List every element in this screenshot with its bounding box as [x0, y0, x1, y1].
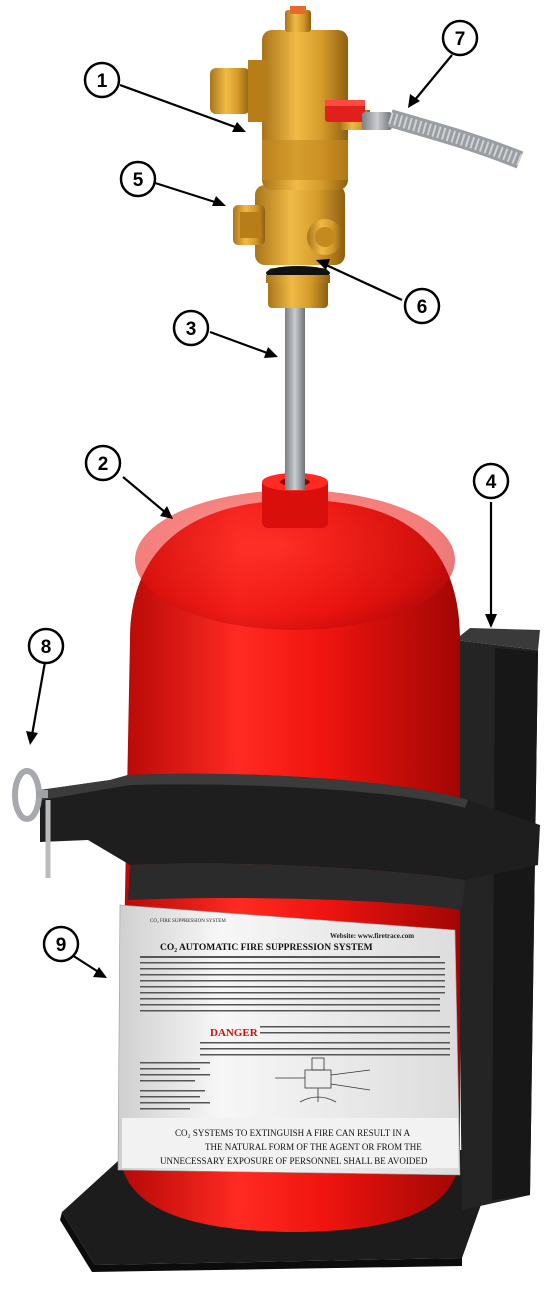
label-warning-line-1: CO₂ SYSTEMS TO EXTINGUISH A FIRE CAN RES…: [175, 1128, 411, 1138]
callout-1-number: 1: [97, 71, 108, 92]
label-header-small: CO₂ FIRE SUPPRESSION SYSTEM: [150, 919, 226, 924]
callout-2: 2: [86, 446, 120, 480]
wall-bracket: [455, 628, 540, 1210]
callout-1: 1: [85, 63, 119, 97]
callout-8-number: 8: [41, 637, 52, 658]
label-warning-line-2: THE NATURAL FORM OF THE AGENT OR FROM TH…: [205, 1142, 422, 1152]
callout-5-number: 5: [133, 170, 144, 191]
callout-3-number: 3: [186, 319, 197, 340]
label-warning-line-3: UNNECESSARY EXPOSURE OF PERSONNEL SHALL …: [160, 1156, 428, 1166]
callout-6-number: 6: [417, 297, 428, 318]
label-warning-block: CO₂ SYSTEMS TO EXTINGUISH A FIRE CAN RES…: [122, 1118, 458, 1168]
siphon-tube: [285, 305, 305, 490]
label-website: Website: www.firetrace.com: [330, 932, 414, 940]
label-danger-word: DANGER: [210, 1027, 259, 1039]
callout-7-number: 7: [455, 29, 466, 50]
callout-7: 7: [443, 21, 477, 55]
callout-2-number: 2: [98, 454, 109, 475]
cylinder-label: CO₂ FIRE SUPPRESSION SYSTEM Website: www…: [118, 905, 460, 1175]
callout-9-number: 9: [56, 935, 67, 956]
callout-9: 9: [44, 927, 78, 961]
callout-8: 8: [29, 629, 63, 663]
callout-4-number: 4: [486, 472, 497, 493]
label-title: CO₂ AUTOMATIC FIRE SUPPRESSION SYSTEM: [160, 943, 373, 953]
callout-5: 5: [121, 162, 155, 196]
callout-4: 4: [474, 464, 508, 498]
callout-3: 3: [174, 311, 208, 345]
valve-assembly: [210, 6, 370, 308]
callout-6: 6: [405, 289, 439, 323]
